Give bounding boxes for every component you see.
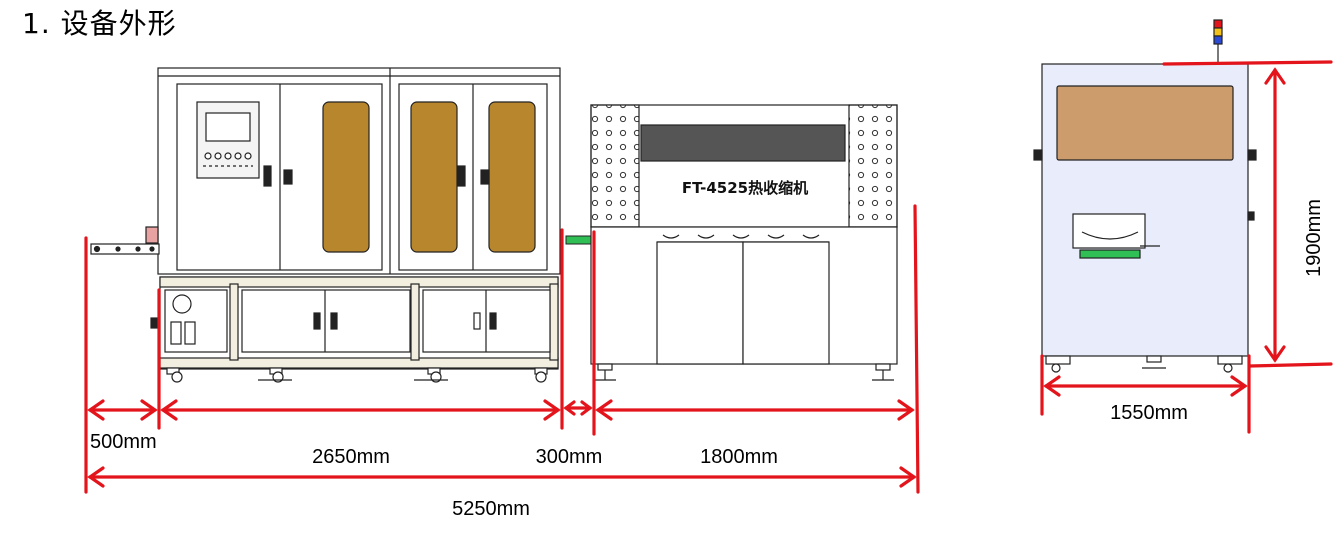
shrink-tunnel [590,104,898,381]
window-1 [322,101,370,253]
dim-label-2650: 2650mm [312,446,390,468]
dim-label-total: 5250mm [452,498,530,520]
side-view [1033,19,1257,373]
page-title: 1. 设备外形 [22,7,177,40]
transfer-conveyor [565,235,593,245]
machine-label: FT-4525热收缩机 [682,179,808,197]
window-2 [410,101,458,253]
dim-label-1800: 1800mm [700,446,778,468]
control-panel [196,101,260,179]
infeed-mechanism [1072,213,1160,259]
side-window [1056,85,1234,161]
dimension-lines [84,60,1333,494]
window-3 [488,101,536,253]
infeed-conveyor [90,226,160,255]
dim-label-side-height: 1900mm [1303,199,1325,277]
dim-label-side-width: 1550mm [1110,402,1188,424]
dim-label-300: 300mm [536,446,603,468]
signal-tower [1213,19,1223,64]
dim-label-500: 500mm [90,431,157,453]
main-machine [90,67,561,383]
